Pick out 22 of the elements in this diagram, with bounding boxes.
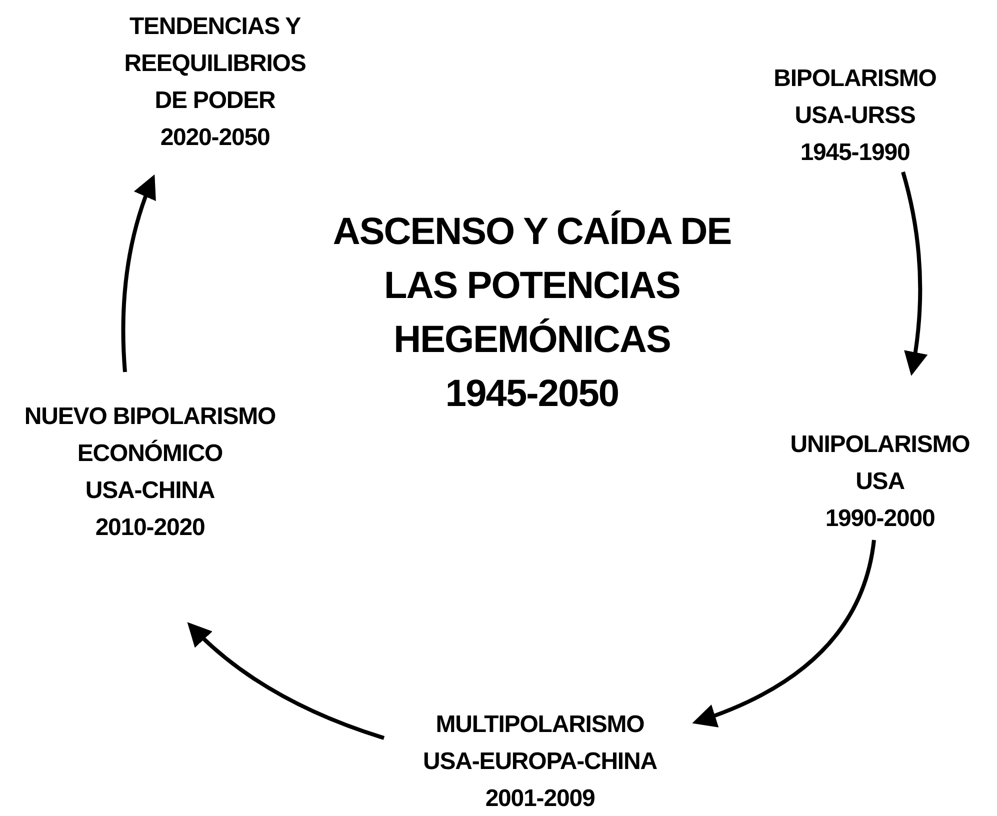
- period-label: 1990-2000: [825, 504, 935, 534]
- period-label: ECONÓMICO: [77, 438, 223, 469]
- period-label: DE PODER: [154, 86, 276, 116]
- period-label: TENDENCIAS Y: [129, 12, 301, 42]
- period-label: 2001-2009: [485, 784, 595, 814]
- period-label: BIPOLARISMO: [774, 64, 936, 94]
- period-label: 2010-2020: [95, 513, 205, 543]
- curved-arrow: [692, 540, 876, 727]
- period-label: MULTIPOLARISMO: [436, 710, 644, 740]
- period-label: REEQUILIBRIOS: [124, 49, 306, 79]
- period-label: NUEVO BIPOLARISMO: [24, 402, 276, 432]
- period-label: USA-EUROPA-CHINA: [423, 747, 657, 777]
- period-label: USA-CHINA: [85, 476, 215, 506]
- curved-arrow: [901, 171, 928, 376]
- title: ASCENSO Y CAÍDA DE LAS POTENCIAS HEGEMÓNICAS 1945-2050: [332, 209, 732, 417]
- period-label: 1945-1990: [800, 138, 910, 168]
- curved-arrow: [187, 622, 385, 740]
- period-label: UNIPOLARISMO: [790, 430, 970, 460]
- period-label: USA-URSS: [794, 101, 916, 131]
- curved-arrow: [121, 174, 156, 372]
- period-label: USA: [856, 467, 904, 497]
- period-label: 2020-2050: [160, 123, 270, 153]
